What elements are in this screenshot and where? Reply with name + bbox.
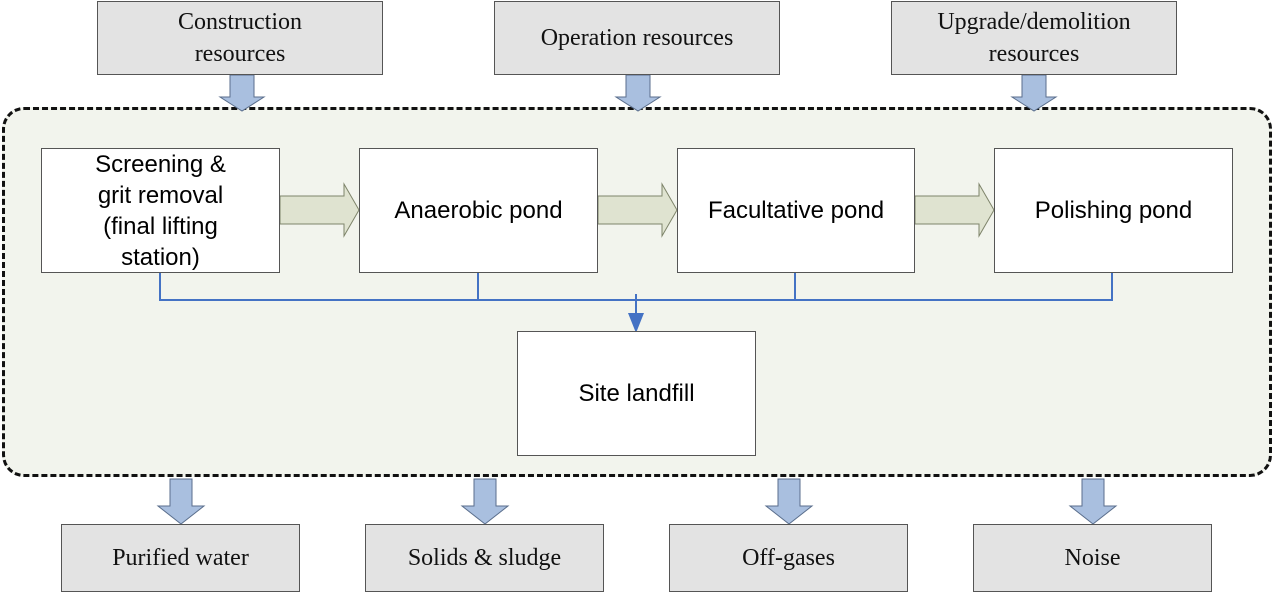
facultative-pond-box: Facultative pond (677, 148, 915, 273)
construction-input-arrow (218, 74, 266, 112)
flow-arrow-facultative-to-polishing (914, 182, 995, 238)
off-gases-box: Off-gases (669, 524, 908, 592)
purified-water-box: Purified water (61, 524, 300, 592)
purified-water-output-arrow (156, 478, 206, 525)
noise-output-arrow (1068, 478, 1118, 525)
construction-resources-box: Construction resources (97, 1, 383, 75)
off-gases-output-arrow (764, 478, 814, 525)
solids-sludge-box: Solids & sludge (365, 524, 604, 592)
screening-grit-removal-box: Screening & grit removal (final lifting … (41, 148, 280, 273)
anaerobic-pond-box: Anaerobic pond (359, 148, 598, 273)
site-landfill-box: Site landfill (517, 331, 756, 456)
flow-arrow-screening-to-anaerobic (279, 182, 360, 238)
upgrade-demolition-resources-box: Upgrade/demolition resources (891, 1, 1177, 75)
upgrade-input-arrow (1010, 74, 1058, 112)
solids-output-arrow (460, 478, 510, 525)
operation-resources-box: Operation resources (494, 1, 780, 75)
flow-arrow-anaerobic-to-facultative (597, 182, 678, 238)
operation-input-arrow (614, 74, 662, 112)
landfill-arrowhead (628, 313, 644, 333)
landfill-connector (159, 273, 1113, 316)
polishing-pond-box: Polishing pond (994, 148, 1233, 273)
noise-box: Noise (973, 524, 1212, 592)
